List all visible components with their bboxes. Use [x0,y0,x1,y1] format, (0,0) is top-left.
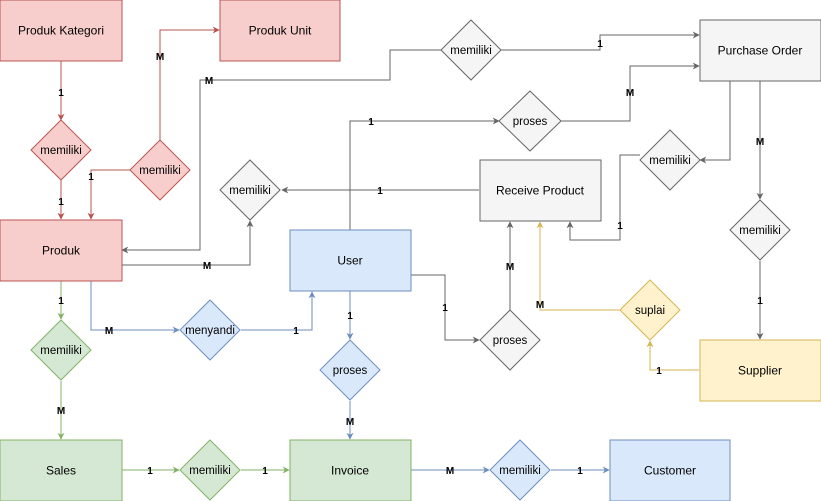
entity-receive-product[interactable]: Receive Product [479,159,602,222]
relationship-produk-user[interactable]: menyandi [179,299,241,361]
cardinality-label: M [57,406,65,417]
cardinality-label: 1 [368,117,374,128]
entity-supplier[interactable]: Supplier [699,339,821,402]
relationship-label: memiliki [739,225,781,237]
edge-produk-menyandi [90,280,180,334]
cardinality-label: 1 [577,466,583,477]
cardinality-label: M [756,137,764,148]
cardinality-label: M [536,300,544,311]
entity-customer[interactable]: Customer [609,439,731,501]
cardinality-label: 1 [88,172,94,183]
relationship-po-rp[interactable]: memiliki [639,129,701,191]
relationship-produk-po[interactable]: memiliki [440,19,502,81]
relationship-label: memiliki [229,185,271,197]
cardinality-label: 1 [617,221,623,232]
cardinality-label: 1 [597,39,603,50]
entity-user[interactable]: User [289,229,412,292]
entity-produk-unit[interactable]: Produk Unit [219,0,341,62]
entity-label: Sales [46,464,76,478]
relationship-po-supplier[interactable]: memiliki [729,199,791,261]
relationship-sales-invoice[interactable]: memiliki [179,439,241,501]
relationship-label: proses [513,116,548,128]
edge-rel-rp [566,154,640,241]
entity-label: Produk Kategori [18,24,104,38]
relationship-produk-sales[interactable]: memiliki [30,319,92,381]
entity-label: Produk [42,244,81,258]
edge-rel-po [501,31,700,51]
entity-purchase-order[interactable]: Purchase Order [699,19,821,82]
relationship-label: memiliki [139,165,181,177]
relationship-label: memiliki [40,145,82,157]
entity-produk-kategori[interactable]: Produk Kategori [0,0,123,62]
cardinality-label: M [506,262,514,273]
cardinality-label: 1 [147,466,153,477]
edge-user-proses [349,117,500,230]
cardinality-label: M [626,88,634,99]
relationship-label: proses [493,335,528,347]
entity-invoice[interactable]: Invoice [289,439,412,501]
edge-po-rel [121,49,441,254]
cardinality-label: M [203,261,211,272]
edge-unit-rel [159,26,220,140]
cardinality-label: M [346,417,354,428]
edge-supp-suplai [646,340,699,371]
relationship-label: suplai [635,305,665,317]
edge-produk-rel [122,220,254,266]
cardinality-label: M [446,466,454,477]
cardinality-label: 1 [377,186,383,197]
edge-rel-produk-2 [87,169,130,220]
relationship-kategori-produk[interactable]: memiliki [30,119,92,181]
cardinality-label: 1 [442,303,448,314]
relationship-user-rp[interactable]: proses [479,309,541,371]
entity-label: Receive Product [496,184,585,198]
cardinality-label: M [105,326,113,337]
entity-label: Produk Unit [249,24,312,38]
edge-user-proses-rp [411,274,480,344]
relationship-label: menyandi [185,325,235,337]
cardinality-label: 1 [293,326,299,337]
relationship-label: memiliki [40,345,82,357]
relationship-supplier-rp[interactable]: suplai [619,279,681,341]
relationship-user-po[interactable]: proses [498,90,562,152]
relationship-label: memiliki [649,155,691,167]
entity-label: User [337,254,362,268]
relationship-label: proses [333,365,368,377]
entity-label: Supplier [738,364,782,378]
cardinality-label: 1 [262,466,268,477]
relationship-user-invoice[interactable]: proses [319,339,381,401]
cardinality-label: M [156,52,164,63]
entity-sales[interactable]: Sales [0,439,123,501]
cardinality-label: 1 [58,88,64,99]
relationship-unit-produk[interactable]: memiliki [129,139,191,201]
edge-menyandi-user [241,291,316,331]
edge-proses-po [561,62,700,122]
relationship-label: memiliki [450,45,492,57]
cardinality-label: M [205,76,213,87]
cardinality-label: 1 [347,311,353,322]
edge-po-rel-rp [699,80,731,164]
cardinality-label: 1 [757,296,763,307]
relationship-invoice-customer[interactable]: memiliki [489,439,551,501]
entity-label: Purchase Order [718,44,803,58]
edge-suplai-rp [536,221,620,311]
entity-produk[interactable]: Produk [0,219,123,282]
entity-label: Customer [644,464,696,478]
relationship-label: memiliki [189,465,231,477]
cardinality-label: 1 [58,197,64,208]
entity-label: Invoice [331,464,369,478]
relationship-label: memiliki [499,465,541,477]
cardinality-label: 1 [58,296,64,307]
cardinality-label: 1 [656,366,662,377]
relationship-rp-produk[interactable]: memiliki [219,159,281,221]
